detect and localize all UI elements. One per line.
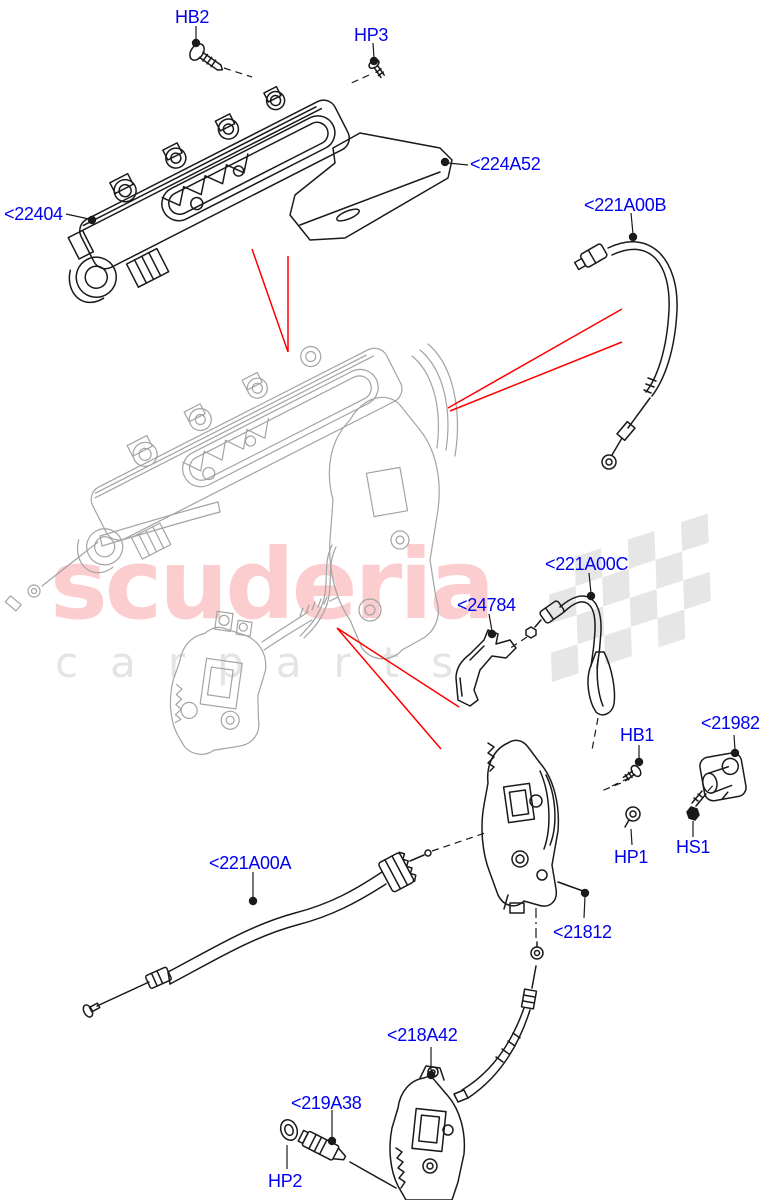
part-label-219a38[interactable]: <219A38 <box>291 1093 362 1113</box>
part-label-221a00b[interactable]: <221A00B <box>584 195 667 215</box>
handle-carrier-illustration <box>67 85 351 304</box>
latch-21812-illustration <box>481 739 584 914</box>
part-label-21812[interactable]: <21812 <box>553 922 612 942</box>
part-label-hp2[interactable]: HP2 <box>268 1171 303 1191</box>
installed-assembly-ghost <box>4 343 458 755</box>
watermark-flag-icon <box>548 513 711 682</box>
bolt-hs1-illustration <box>686 790 707 821</box>
screw-hb1-illustration <box>622 764 642 782</box>
part-label-224a52[interactable]: <224A52 <box>470 154 541 174</box>
handle-cover-illustration <box>289 132 453 241</box>
part-label-24784[interactable]: <24784 <box>457 595 516 615</box>
cable-221a00b-illustration <box>573 241 678 470</box>
actuator-218a42-illustration <box>389 941 544 1200</box>
assembly-dashed-lines <box>223 67 717 852</box>
cable-221a00a-illustration <box>82 849 432 1018</box>
part-label-22404[interactable]: <22404 <box>4 204 63 224</box>
screw-219a38-illustration <box>279 1119 397 1189</box>
part-label-hb2[interactable]: HB2 <box>175 7 210 27</box>
part-label-hs1[interactable]: HS1 <box>676 837 711 857</box>
part-label-hb1[interactable]: HB1 <box>620 725 655 745</box>
part-label-218a42[interactable]: <218A42 <box>387 1025 458 1045</box>
part-label-hp3[interactable]: HP3 <box>354 25 389 45</box>
part-label-21982[interactable]: <21982 <box>701 713 760 733</box>
part-label-221a00c[interactable]: <221A00C <box>545 554 629 574</box>
plug-hp1-illustration <box>624 806 641 828</box>
part-label-221a00a[interactable]: <221A00A <box>209 853 292 873</box>
bracket-24784-illustration <box>455 629 517 707</box>
part-label-hp1[interactable]: HP1 <box>614 847 649 867</box>
label-dots <box>87 38 740 1146</box>
screw-hb2-illustration <box>189 43 224 71</box>
label-leader-lines <box>65 26 736 1169</box>
cable-221a00c-illustration <box>525 595 616 716</box>
callout-lines <box>251 248 623 750</box>
striker-21982-illustration <box>699 752 747 802</box>
